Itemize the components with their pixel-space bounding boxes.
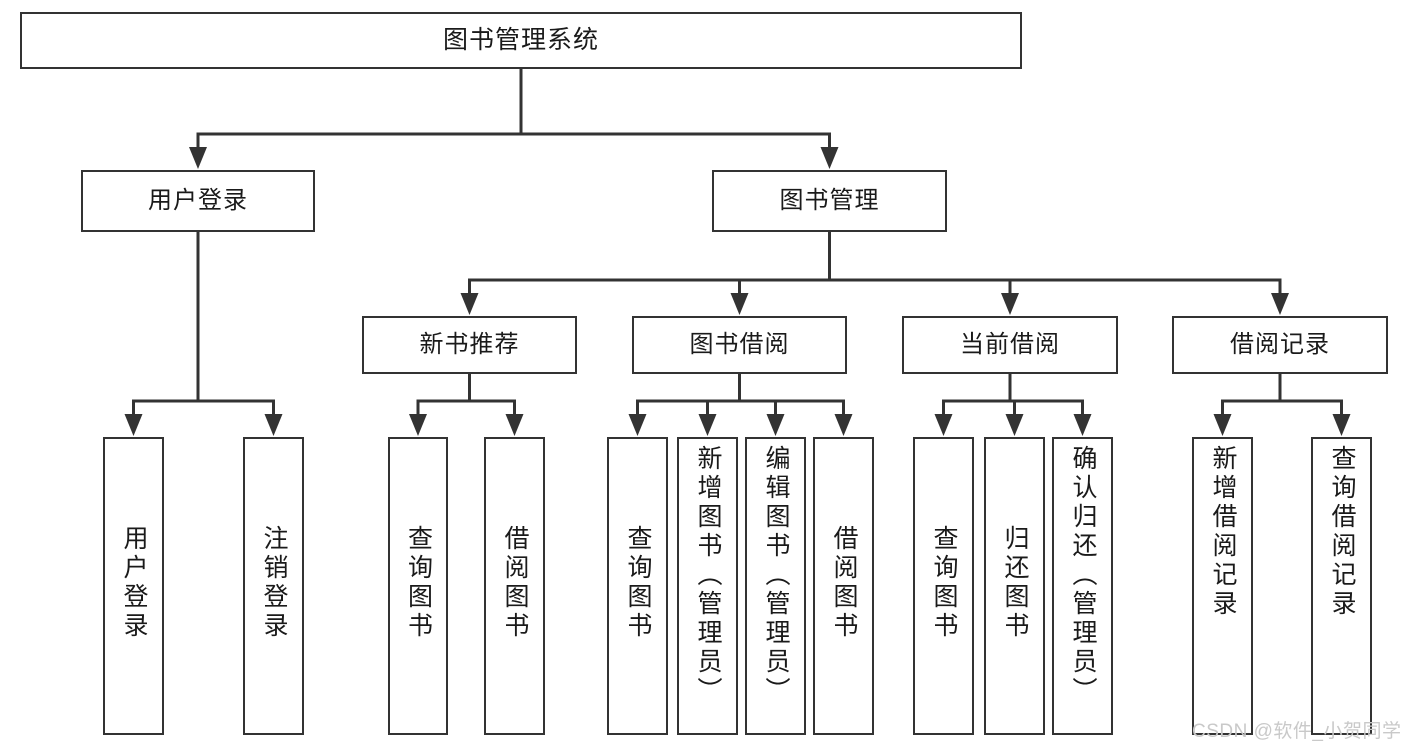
node-leaf-logout[interactable]: 注销登录 <box>243 437 304 735</box>
node-root[interactable]: 图书管理系统 <box>20 12 1022 69</box>
arrowhead-icon <box>820 147 839 169</box>
arrowhead-icon <box>409 414 427 436</box>
node-label: 图书借阅 <box>689 330 790 358</box>
node-label: 编辑图书（管理员） <box>762 445 790 706</box>
node-label: 新书推荐 <box>419 330 520 358</box>
node-borrow-record[interactable]: 借阅记录 <box>1172 316 1388 374</box>
arrowhead-icon <box>189 147 207 169</box>
node-label: 确认归还（管理员） <box>1069 445 1097 706</box>
node-label: 新增图书（管理员） <box>694 445 722 706</box>
node-leaf-query-record[interactable]: 查询借阅记录 <box>1311 437 1372 735</box>
arrowhead-icon <box>628 414 647 436</box>
node-label: 当前借阅 <box>960 330 1060 358</box>
node-label: 注销登录 <box>260 525 288 641</box>
node-label: 借阅记录 <box>1230 330 1330 358</box>
arrowhead-icon <box>264 414 283 436</box>
arrowhead-icon <box>934 414 953 436</box>
arrowhead-icon <box>124 414 143 436</box>
node-leaf-query-book-cb[interactable]: 查询图书 <box>913 437 974 735</box>
arrowhead-icon <box>1332 414 1351 436</box>
node-label: 查询图书 <box>624 525 652 641</box>
node-label: 用户登录 <box>120 525 148 641</box>
arrowhead-icon <box>460 293 479 315</box>
node-leaf-return-book[interactable]: 归还图书 <box>984 437 1045 735</box>
node-new-book-rec[interactable]: 新书推荐 <box>362 316 577 374</box>
node-book-borrow[interactable]: 图书借阅 <box>632 316 847 374</box>
node-user-login[interactable]: 用户登录 <box>81 170 315 232</box>
arrowhead-icon <box>766 414 785 436</box>
node-label: 图书管理系统 <box>442 25 599 54</box>
arrowhead-icon <box>1213 414 1232 436</box>
watermark: CSDN @软件_小贺同学 <box>1192 721 1402 742</box>
node-label: 查询借阅记录 <box>1328 445 1356 619</box>
arrowhead-icon <box>1073 414 1092 436</box>
arrowhead-icon <box>1005 414 1024 436</box>
arrowhead-icon <box>698 414 717 436</box>
node-label: 查询图书 <box>930 525 958 641</box>
node-leaf-confirm-return[interactable]: 确认归还（管理员） <box>1052 437 1113 735</box>
node-label: 借阅图书 <box>501 525 529 641</box>
node-leaf-user-login[interactable]: 用户登录 <box>103 437 164 735</box>
node-leaf-borrow-book-bb[interactable]: 借阅图书 <box>813 437 874 735</box>
arrowhead-icon <box>834 414 853 436</box>
arrowhead-icon <box>730 293 749 315</box>
node-current-borrow[interactable]: 当前借阅 <box>902 316 1118 374</box>
node-leaf-query-book-bb[interactable]: 查询图书 <box>607 437 668 735</box>
node-label: 借阅图书 <box>830 525 858 641</box>
arrowhead-icon <box>1271 293 1289 315</box>
node-label: 用户登录 <box>148 186 248 214</box>
arrowhead-icon <box>1001 293 1019 315</box>
node-label: 查询图书 <box>404 525 433 641</box>
node-leaf-edit-book[interactable]: 编辑图书（管理员） <box>745 437 806 735</box>
node-leaf-add-record[interactable]: 新增借阅记录 <box>1192 437 1253 735</box>
node-leaf-query-book-rec[interactable]: 查询图书 <box>388 437 448 735</box>
node-leaf-add-book[interactable]: 新增图书（管理员） <box>677 437 738 735</box>
node-label: 图书管理 <box>779 186 880 214</box>
node-leaf-borrow-book-rec[interactable]: 借阅图书 <box>484 437 545 735</box>
node-book-manage[interactable]: 图书管理 <box>712 170 947 232</box>
node-label: 新增借阅记录 <box>1209 445 1237 619</box>
arrowhead-icon <box>505 414 524 436</box>
node-label: 归还图书 <box>1001 525 1029 641</box>
